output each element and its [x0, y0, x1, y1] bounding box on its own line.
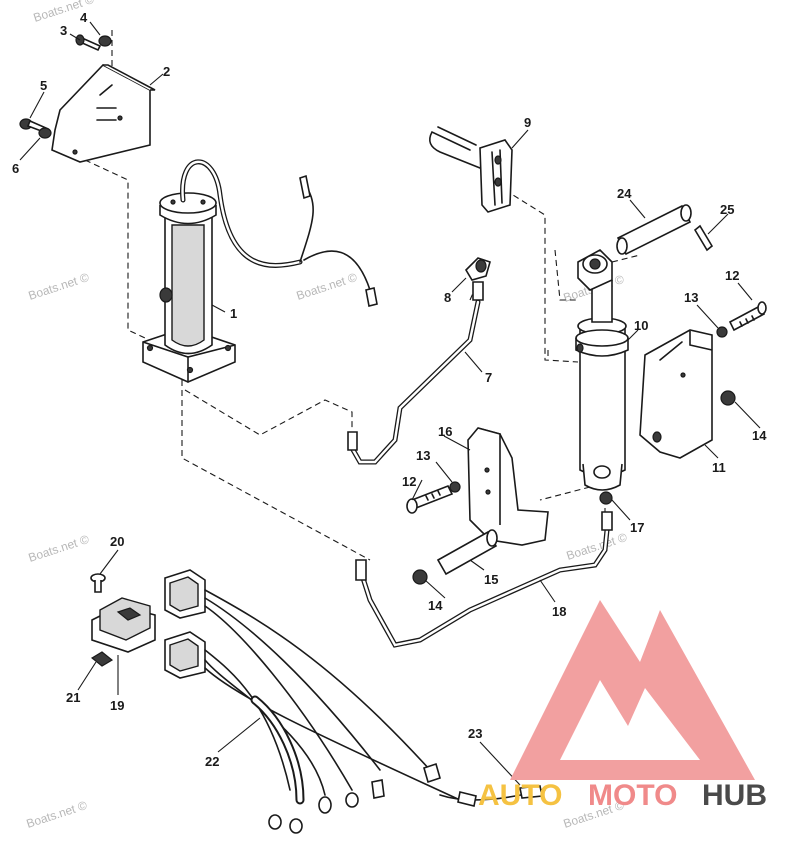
callout-5: 5	[40, 78, 47, 93]
callout-23: 23	[468, 726, 482, 741]
callout-2: 2	[163, 64, 170, 79]
watermark: Boats.net ©	[25, 798, 89, 831]
logo-hub: HUB	[702, 779, 767, 812]
callout-22: 22	[205, 754, 219, 769]
callout-labels: 1 2 3 4 5 6 7 8 9 10 11 12 12 13 13 14 1…	[12, 10, 767, 769]
callout-9: 9	[524, 115, 531, 130]
fuse-lead-23[interactable]	[439, 785, 546, 807]
screw-20[interactable]	[90, 573, 106, 593]
trim-cylinder[interactable]	[575, 249, 629, 491]
nut-14-right[interactable]	[720, 390, 736, 406]
callout-15: 15	[484, 572, 498, 587]
callout-21: 21	[66, 690, 80, 705]
watermark: Boats.net ©	[295, 270, 359, 303]
callout-12-right: 12	[725, 268, 739, 283]
callout-14-right: 14	[752, 428, 767, 443]
callout-19: 19	[110, 698, 124, 713]
watermark: Boats.net ©	[27, 532, 91, 565]
callout-25: 25	[720, 202, 734, 217]
callout-1: 1	[230, 306, 237, 321]
bolt-12-right[interactable]	[728, 301, 767, 332]
callout-7: 7	[485, 370, 492, 385]
relay-19[interactable]	[91, 597, 156, 653]
callout-13-center: 13	[416, 448, 430, 463]
callout-3: 3	[60, 23, 67, 38]
screw-3[interactable]	[75, 34, 102, 52]
fitting-17[interactable]	[599, 491, 613, 505]
clip-21[interactable]	[90, 651, 114, 667]
callout-6: 6	[12, 161, 19, 176]
callout-24: 24	[617, 186, 632, 201]
callout-12-center: 12	[402, 474, 416, 489]
callout-20: 20	[110, 534, 124, 549]
bolt-12-center[interactable]	[406, 484, 454, 514]
washer-13-right[interactable]	[716, 326, 728, 338]
cotter-pin-25[interactable]	[693, 224, 714, 252]
hydraulic-line-18[interactable]	[355, 511, 613, 648]
logo-triangle	[510, 600, 755, 780]
callout-4: 4	[80, 10, 88, 25]
pin-15[interactable]	[436, 529, 498, 576]
pump-motor[interactable]	[142, 159, 378, 383]
hydraulic-line-7[interactable]	[347, 281, 484, 465]
bracket-11[interactable]	[639, 329, 713, 459]
fitting-8[interactable]	[464, 257, 491, 281]
clip-9[interactable]	[429, 126, 513, 213]
watermark: Boats.net ©	[27, 270, 91, 303]
leader-lines	[19, 21, 761, 786]
bracket-16[interactable]	[467, 427, 549, 546]
wiring-harness-22[interactable]	[204, 589, 461, 834]
bracket-plate[interactable]	[51, 64, 156, 163]
logo-moto: MOTO	[588, 779, 677, 812]
callout-14-center: 14	[428, 598, 443, 613]
nut-4[interactable]	[98, 35, 112, 47]
pin-24[interactable]	[616, 204, 692, 256]
washer-13-center[interactable]	[449, 481, 461, 493]
connector-lower[interactable]	[164, 631, 206, 679]
callout-18: 18	[552, 604, 566, 619]
callout-17: 17	[630, 520, 644, 535]
callout-10: 10	[634, 318, 648, 333]
nut-6[interactable]	[38, 127, 52, 139]
callout-16: 16	[438, 424, 452, 439]
automotohub-logo: AUTO MOTO HUB	[478, 600, 767, 812]
nut-14-center[interactable]	[412, 569, 428, 585]
callout-8: 8	[444, 290, 451, 305]
connector-upper[interactable]	[164, 569, 206, 619]
logo-auto: AUTO	[478, 779, 562, 812]
callout-13-right: 13	[684, 290, 698, 305]
callout-11: 11	[712, 460, 726, 475]
